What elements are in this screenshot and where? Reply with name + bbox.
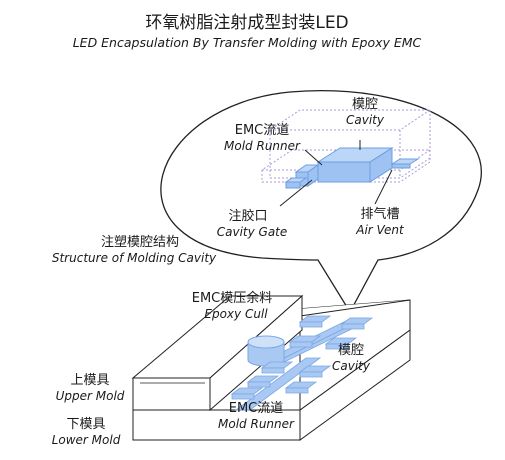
cull-zh: EMC模压余料 [192,290,273,306]
callout-cavity-en: Cavity [346,113,385,127]
mold-runner-en: Mold Runner [218,417,295,431]
callout-runner-zh: EMC流道 [235,123,290,138]
structure-en: Structure of Molding Cavity [52,251,217,265]
mold-cavity-zh: 模腔 [338,343,364,358]
cull-cylinder [247,335,285,367]
pointer-gate [279,179,313,207]
callout-air-vent [390,158,420,169]
lower-mold-en: Lower Mold [52,433,121,447]
structure-zh: 注塑模腔结构 [101,235,179,250]
pointer-vent [374,169,393,205]
callout-cavity-zh: 模腔 [352,97,378,112]
callout-vent-en: Air Vent [355,223,405,237]
mold-runner-zh: EMC流道 [229,401,284,416]
title-zh: 环氧树脂注射成型封装LED [145,13,348,33]
cull-en: Epoxy Cull [204,307,268,321]
upper-mold-en: Upper Mold [56,389,125,403]
mold-cavity-en: Cavity [332,359,371,373]
pointer-runner [304,149,323,166]
callout-bubble [160,90,482,314]
cavity-pads [230,315,374,400]
callout-gate-en: Cavity Gate [217,225,288,239]
callout-gate-zh: 注胶口 [228,208,267,224]
title-en: LED Encapsulation By Transfer Molding wi… [73,35,422,50]
lower-mold-zh: 下模具 [66,417,105,432]
upper-mold-zh: 上模具 [70,373,109,388]
callout-vent-zh: 排气槽 [360,206,399,222]
callout-runner-en: Mold Runner [224,139,301,153]
